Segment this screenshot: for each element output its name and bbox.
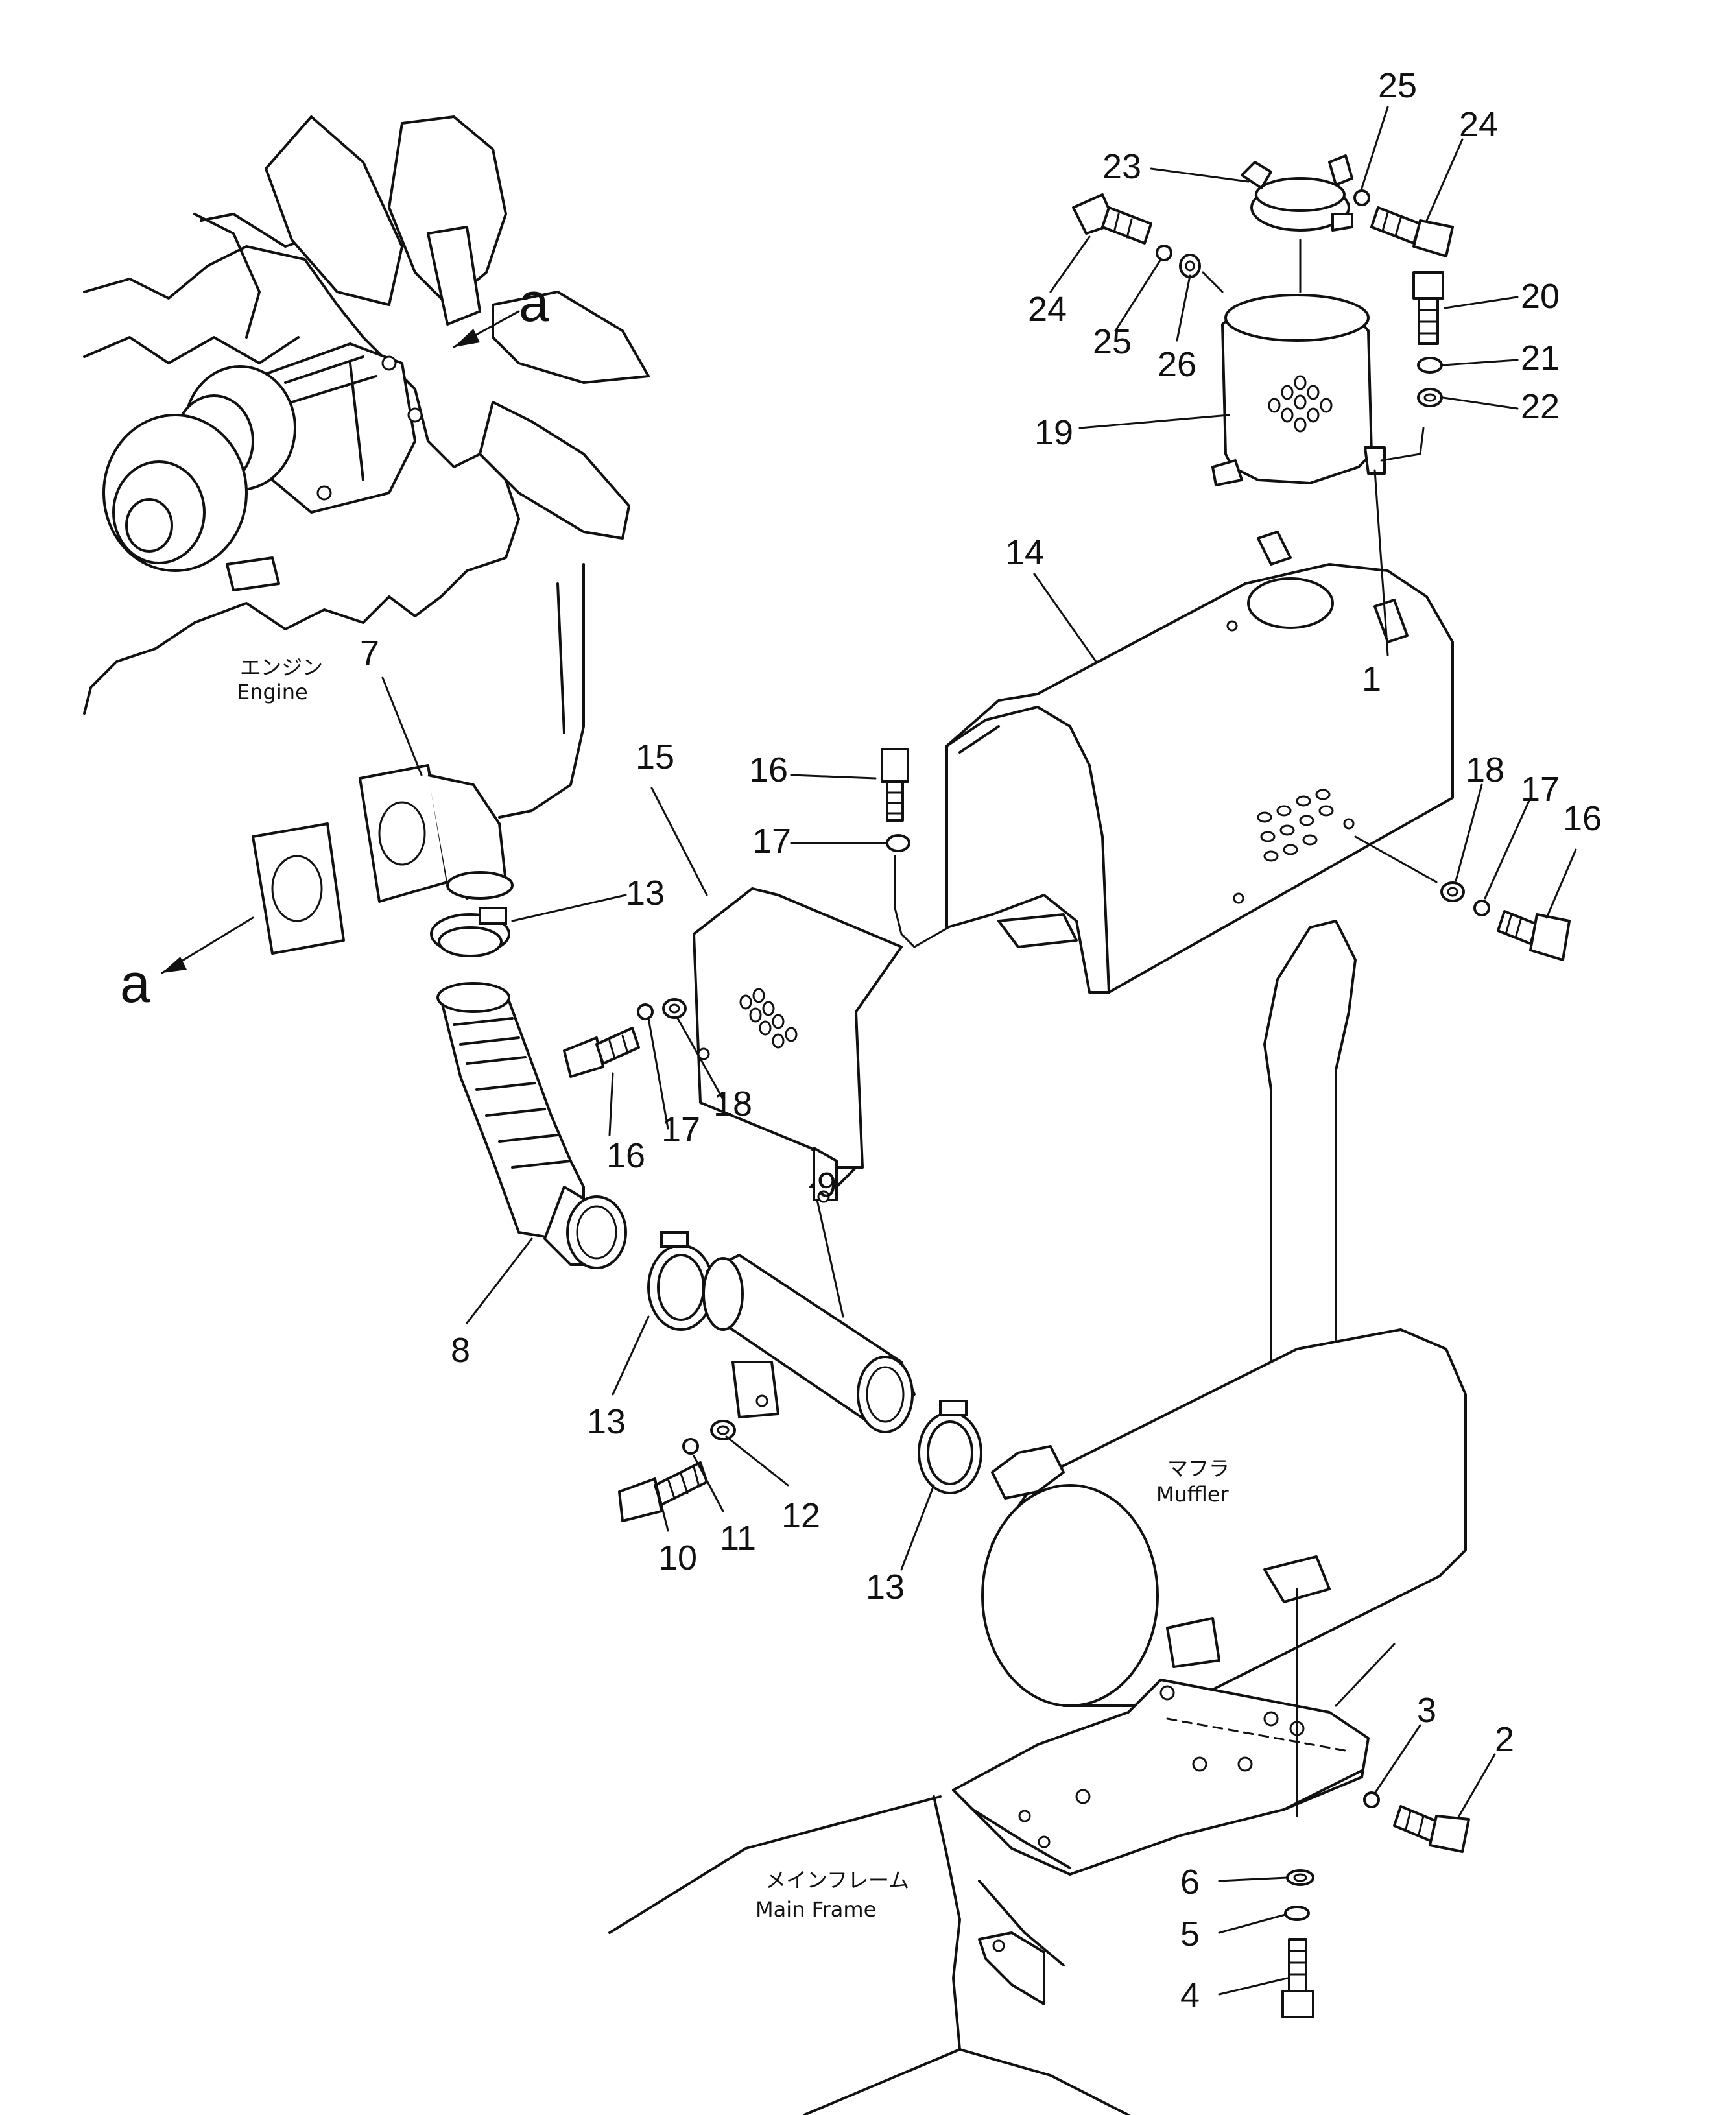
muffler: マフラ Muffler (981, 920, 1467, 1707)
main-frame-label-jp: メインフレーム (765, 1868, 909, 1893)
part-number-23: 23 (1102, 147, 1141, 186)
part-number-2: 2 (1495, 1720, 1514, 1759)
part-number-16-top: 16 (749, 750, 788, 789)
view-arrow-a-top: a (453, 272, 549, 348)
tailpipe (1263, 920, 1357, 1389)
part-number-14: 14 (1005, 533, 1044, 572)
bracket-1 (952, 1588, 1370, 2005)
part-number-18-left: 18 (713, 1084, 752, 1123)
heat-guard-19 (1211, 239, 1425, 656)
part-number-19: 19 (1034, 413, 1073, 452)
vent-holes-14 (1257, 789, 1334, 862)
part-number-1: 1 (1362, 660, 1381, 699)
part-number-9: 9 (817, 1165, 837, 1204)
fan-blade-lower (479, 401, 630, 540)
muffler-label-jp: マフラ (1167, 1456, 1230, 1481)
part-number-16-right: 16 (1563, 799, 1602, 838)
vent-holes-19 (1268, 375, 1333, 433)
part-number-25-right: 25 (1378, 66, 1417, 105)
cover-15 (693, 887, 903, 1203)
part-number-7: 7 (360, 634, 379, 673)
vent-holes-15 (739, 988, 798, 1049)
fan-blade-top (388, 115, 507, 306)
straight-pipe-9 (702, 1254, 916, 1433)
part-number-11: 11 (720, 1519, 756, 1558)
bolt-16-right-set (1354, 835, 1571, 961)
part-number-22: 22 (1521, 387, 1560, 426)
outlet-hole (1247, 577, 1334, 629)
part-number-25-left: 25 (1093, 322, 1132, 361)
main-frame-label-en: Main Frame (755, 1897, 876, 1922)
part-number-15: 15 (636, 737, 674, 776)
elbow-flange-7 (359, 764, 514, 903)
main-frame: メインフレーム Main Frame (608, 1795, 1130, 2115)
bolt-24-right-set (1353, 189, 1454, 257)
part-number-16-left: 16 (606, 1136, 645, 1175)
part-number-8: 8 (451, 1331, 470, 1370)
part-number-labels: 1 2 3 4 5 6 7 8 9 10 11 12 13 13 13 14 1… (360, 66, 1602, 2015)
part-number-13-top: 13 (626, 874, 665, 913)
engine-label: エンジン Engine (237, 655, 323, 704)
bolt-4-set (1281, 1869, 1314, 2018)
engine-label-jp: エンジン (240, 655, 323, 680)
fan-blade-left (265, 115, 403, 306)
bolt-16-left-set (563, 998, 687, 1078)
part-number-12: 12 (781, 1496, 820, 1535)
flexible-pipe-8 (436, 982, 627, 1269)
view-marker-a-top: a (519, 272, 549, 333)
part-number-17-left: 17 (661, 1110, 700, 1149)
part-number-18-right: 18 (1466, 750, 1504, 789)
part-number-24-left: 24 (1028, 290, 1067, 329)
leader-lines (381, 106, 1577, 1996)
clamp-13-top (430, 907, 510, 957)
engine-label-en: Engine (237, 680, 308, 704)
part-number-3: 3 (1417, 1691, 1436, 1730)
part-number-21: 21 (1521, 339, 1560, 377)
part-number-24-right: 24 (1459, 105, 1498, 144)
part-number-20: 20 (1521, 277, 1560, 316)
clamp-13-lower (918, 1400, 982, 1494)
view-arrow-a-left: a (120, 916, 254, 1014)
fan-blade-right (492, 291, 650, 384)
part-number-17-top: 17 (752, 822, 791, 861)
bolt-10-set (618, 1420, 736, 1522)
part-number-13-middle: 13 (587, 1402, 626, 1441)
clamp-23 (1241, 154, 1353, 232)
part-number-4: 4 (1180, 1976, 1200, 2015)
part-number-10: 10 (658, 1538, 697, 1577)
part-number-17-right: 17 (1521, 770, 1560, 809)
bolt-2-set (1363, 1791, 1470, 1853)
engine-drawing (83, 115, 650, 819)
part-number-5: 5 (1180, 1915, 1200, 1954)
clamp-13-middle (647, 1231, 715, 1331)
muffler-label-en: Muffler (1156, 1482, 1230, 1507)
turbocharger (258, 342, 416, 514)
view-marker-a-left: a (120, 953, 150, 1014)
bolt-20-set (1412, 271, 1444, 407)
part-number-13-lower: 13 (866, 1568, 905, 1607)
bolt-24-left-set (1072, 193, 1224, 293)
muffler-cover-14 (945, 531, 1454, 994)
gasket (252, 822, 345, 955)
part-number-26: 26 (1158, 345, 1196, 384)
part-number-6: 6 (1180, 1863, 1200, 1902)
